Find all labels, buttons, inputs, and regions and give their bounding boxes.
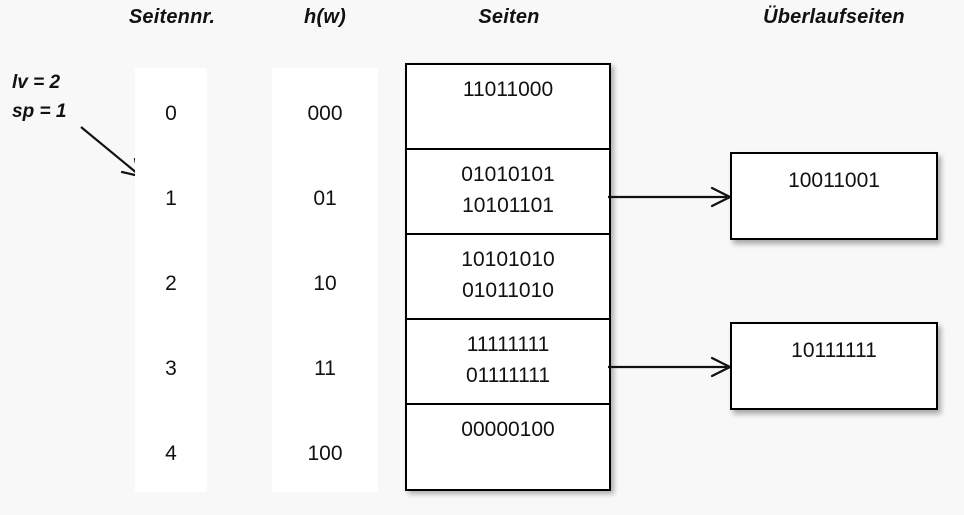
header-seiten: Seiten <box>478 6 540 28</box>
cell-hw-3: 11 <box>314 357 336 380</box>
page-row-0: 11011000 <box>407 65 609 150</box>
cell-seitennr-0: 0 <box>165 102 177 125</box>
page-row-3: 11111111 01111111 <box>407 320 609 405</box>
cell-hw-4: 100 <box>307 442 343 465</box>
page-2-entry-0: 10101010 <box>461 248 555 271</box>
seiten-table: 11011000 01010101 10101101 10101010 0101… <box>405 63 611 491</box>
page-0-entry-0: 11011000 <box>462 78 554 101</box>
overflow-page-0: 10011001 <box>730 152 938 240</box>
cell-seitennr-2: 2 <box>165 272 177 295</box>
header-seitennr: Seitennr. <box>128 6 216 28</box>
cell-hw-0: 000 <box>307 102 343 125</box>
cell-hw-2: 10 <box>313 272 337 295</box>
page-2-entry-1: 01011010 <box>462 279 554 302</box>
right-arrow-icon-overflow-1 <box>608 356 732 378</box>
cell-seitennr-4: 4 <box>165 442 177 465</box>
page-row-2: 10101010 01011010 <box>407 235 609 320</box>
overflow-page-1: 10111111 <box>730 322 938 410</box>
header-ueberlaufseiten: Überlaufseiten <box>763 6 905 28</box>
overflow-1-entry-0: 10111111 <box>791 339 877 362</box>
parameters-label: lv = 2 sp = 1 <box>12 68 66 126</box>
param-lv: lv = 2 <box>12 72 61 93</box>
right-arrow-icon-overflow-0 <box>608 186 732 208</box>
page-3-entry-0: 11111111 <box>466 333 550 356</box>
column-hw <box>272 68 378 492</box>
overflow-0-entry-0: 10011001 <box>788 169 880 192</box>
header-hw: h(w) <box>304 6 346 28</box>
cell-hw-1: 01 <box>313 187 337 210</box>
page-1-entry-0: 01010101 <box>461 163 555 186</box>
page-1-entry-1: 10101101 <box>462 194 554 217</box>
param-sp: sp = 1 <box>12 101 67 122</box>
cell-seitennr-1: 1 <box>165 187 177 210</box>
column-seitennr <box>135 68 207 492</box>
page-row-4: 00000100 <box>407 405 609 488</box>
cell-seitennr-3: 3 <box>165 357 177 380</box>
page-3-entry-1: 01111111 <box>465 364 551 387</box>
page-row-1: 01010101 10101101 <box>407 150 609 235</box>
page-4-entry-0: 00000100 <box>461 418 555 441</box>
